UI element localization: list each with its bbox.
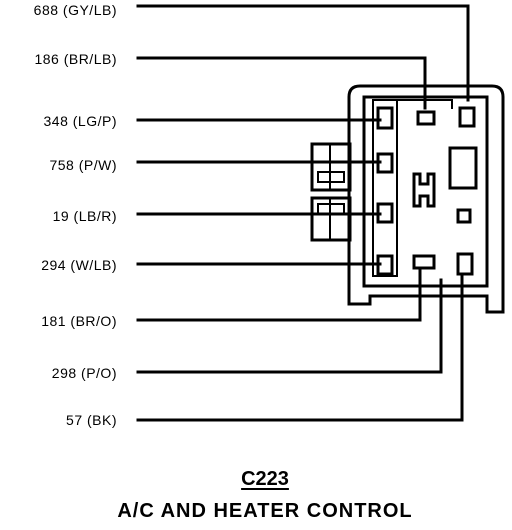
cavity-inner-outline <box>372 99 398 277</box>
wire-line-688 <box>136 4 470 102</box>
terminal-181 <box>412 254 436 270</box>
latch-lower-tab <box>317 203 345 215</box>
wire-label-688: 688 (GY/LB) <box>33 2 117 18</box>
terminal-19 <box>376 202 394 224</box>
terminal-center-right <box>456 208 472 224</box>
latch-lower <box>310 196 352 242</box>
cavity-square <box>448 146 478 190</box>
wire-label-181: 181 (BR/O) <box>41 313 117 329</box>
terminal-186 <box>416 110 436 126</box>
terminal-294 <box>376 254 394 276</box>
wire-line-186 <box>136 56 427 110</box>
wire-label-57: 57 (BK) <box>66 412 117 428</box>
wire-line-57 <box>136 273 464 422</box>
wire-label-186: 186 (BR/LB) <box>34 51 117 67</box>
wire-label-348: 348 (LG/P) <box>43 113 117 129</box>
connector-key <box>412 172 436 208</box>
wire-label-758: 758 (P/W) <box>49 157 117 173</box>
wire-label-19: 19 (LB/R) <box>52 208 117 224</box>
connector-id: C223 <box>241 468 289 490</box>
wire-label-294: 294 (W/LB) <box>41 257 117 273</box>
latch-upper <box>310 142 352 192</box>
connector-housing <box>347 84 505 314</box>
terminal-758 <box>376 152 394 174</box>
terminal-688 <box>458 106 476 128</box>
terminal-348 <box>376 106 394 130</box>
connector-description: A/C AND HEATER CONTROL <box>117 500 413 522</box>
latch-upper-tab <box>317 171 345 183</box>
terminal-57 <box>456 252 474 276</box>
cavity-inner-top <box>396 99 453 109</box>
wire-label-298: 298 (P/O) <box>51 365 117 381</box>
connector-cavity <box>362 95 489 288</box>
wire-line-298 <box>136 278 443 374</box>
